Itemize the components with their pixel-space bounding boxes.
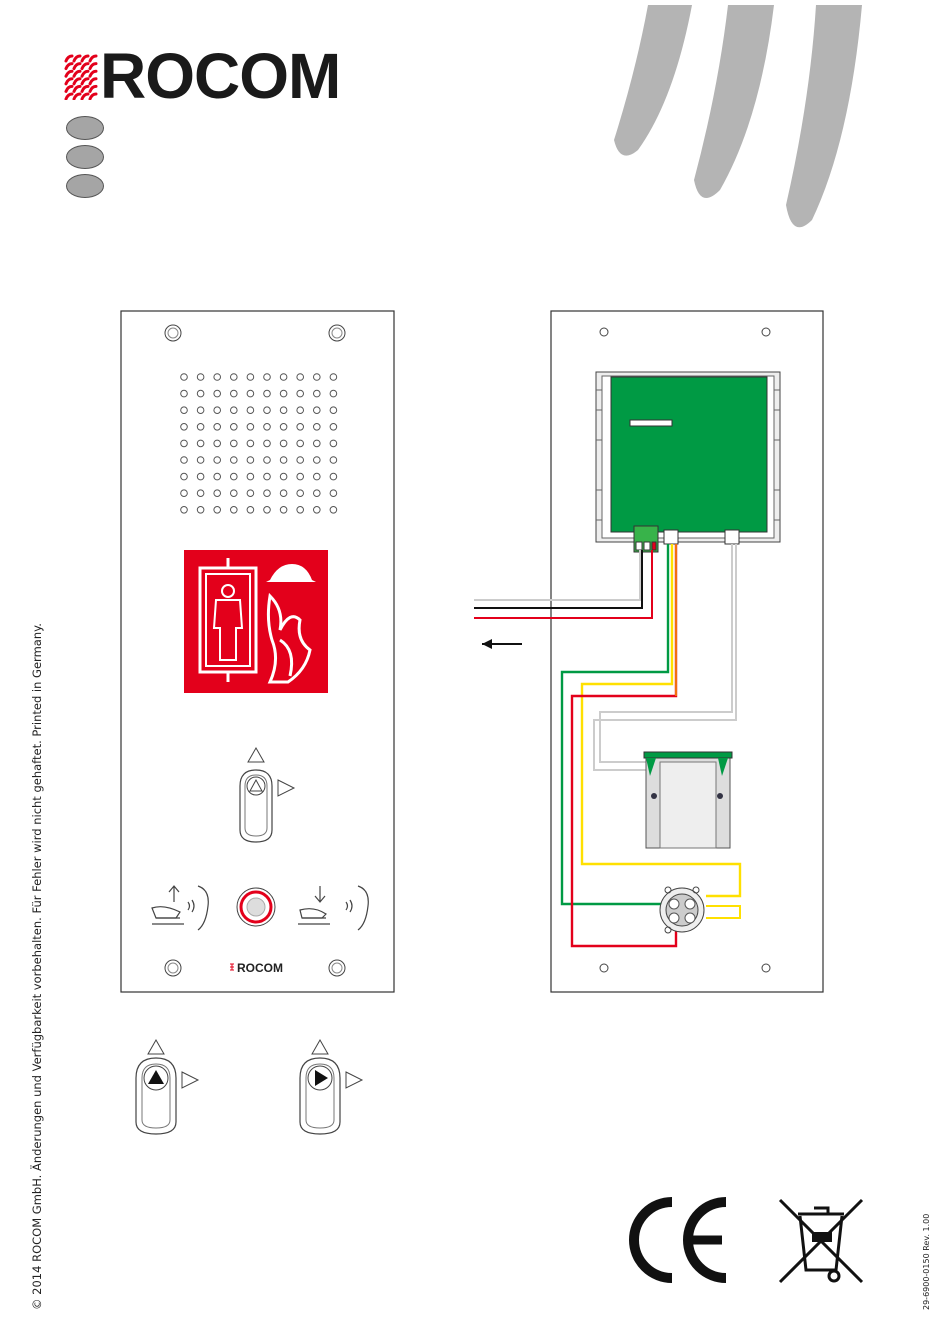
logo-wave-stroke bbox=[82, 56, 88, 61]
fire-lift-pictogram bbox=[184, 550, 328, 693]
screw-terminal bbox=[660, 887, 704, 933]
logo-wave-stroke bbox=[66, 79, 72, 84]
logo-wave-stroke bbox=[66, 86, 72, 91]
logo-wave-stroke bbox=[66, 56, 72, 61]
button-variant-play bbox=[284, 1030, 394, 1140]
logo-wave-stroke bbox=[66, 64, 72, 69]
logo-wave-stroke bbox=[74, 86, 80, 91]
rocom-wave-mark-icon bbox=[62, 52, 98, 100]
rear-panel-drawing bbox=[470, 310, 826, 994]
logo-wave-stroke bbox=[90, 86, 96, 91]
arrow-left-icon bbox=[482, 639, 522, 649]
logo-wave-stroke bbox=[90, 94, 96, 99]
relay-block bbox=[644, 752, 732, 848]
copyright-notice: © 2014 ROCOM GmbH. Änderungen und Verfüg… bbox=[30, 623, 44, 1310]
logo-wave-stroke bbox=[90, 79, 96, 84]
logo-wave-stroke bbox=[74, 64, 80, 69]
logo-wave-stroke bbox=[90, 56, 96, 61]
logo-wave-stroke bbox=[82, 64, 88, 69]
logo-wave-stroke bbox=[74, 71, 80, 76]
language-marker-1 bbox=[66, 116, 104, 140]
logo-wave-stroke bbox=[82, 71, 88, 76]
pcb-module bbox=[596, 372, 780, 552]
document-number: 29-6900-0150 Rev. 1.00 bbox=[922, 1214, 931, 1310]
logo-wave-stroke bbox=[74, 79, 80, 84]
brand-logo: ROCOM bbox=[100, 44, 340, 108]
language-marker-2 bbox=[66, 145, 104, 169]
logo-wave-stroke bbox=[66, 94, 72, 99]
logo-wave-stroke bbox=[82, 86, 88, 91]
decorative-swoosh-graphic bbox=[600, 0, 900, 240]
logo-wave-stroke bbox=[66, 71, 72, 76]
logo-wave-stroke bbox=[74, 56, 80, 61]
logo-wave-stroke bbox=[74, 94, 80, 99]
ce-mark-icon bbox=[628, 1196, 734, 1284]
language-marker-3 bbox=[66, 174, 104, 198]
logo-wave-stroke bbox=[90, 64, 96, 69]
panel-logo-text: ROCOM bbox=[237, 961, 283, 975]
front-panel-drawing: ROCOM bbox=[120, 310, 396, 994]
crossed-bin-icon bbox=[776, 1194, 866, 1286]
button-variant-triangle bbox=[120, 1030, 230, 1140]
logo-wave-stroke bbox=[82, 79, 88, 84]
logo-wave-stroke bbox=[82, 94, 88, 99]
logo-wave-stroke bbox=[90, 71, 96, 76]
